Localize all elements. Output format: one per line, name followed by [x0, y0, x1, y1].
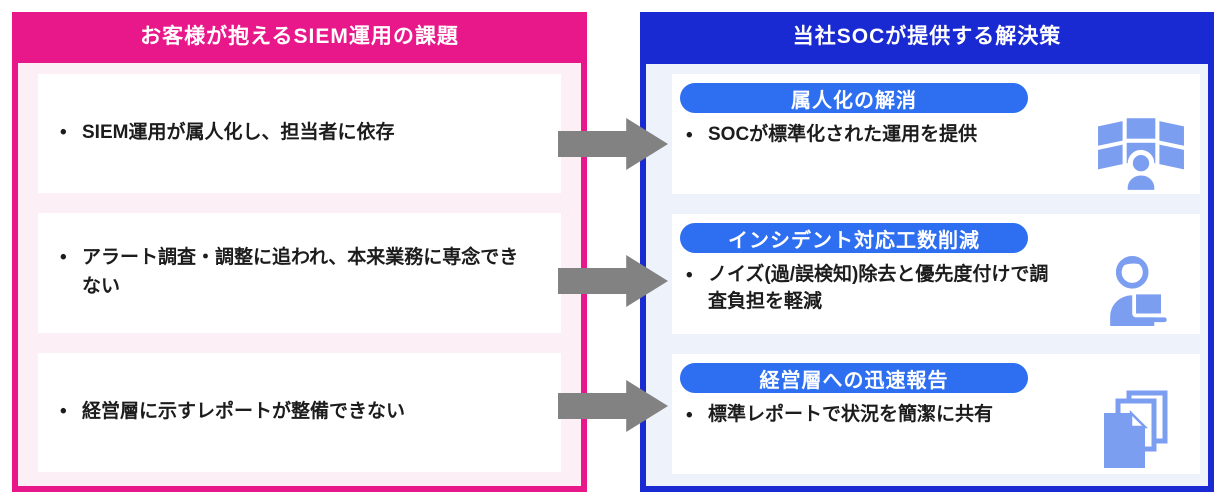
- report-documents-icon: [1096, 390, 1174, 468]
- solution-heading-pill: インシデント対応工数削減: [680, 223, 1028, 253]
- solution-text: 標準レポートで状況を簡潔に共有: [708, 404, 994, 425]
- challenge-text: 経営層に示すレポートが整備できない: [82, 401, 406, 423]
- challenges-header: お客様が抱えるSIEM運用の課題: [12, 12, 587, 57]
- solution-heading: 経営層への迅速報告: [759, 369, 949, 392]
- solution-bullet-row: • ノイズ(過/誤検知)除去と優先度付けで調査負担を軽減: [686, 262, 1200, 315]
- bullet-icon: •: [60, 401, 67, 423]
- challenge-item: • 経営層に示すレポートが整備できない: [38, 352, 561, 472]
- solution-text: ノイズ(過/誤検知)除去と優先度付けで調査負担を軽減: [708, 264, 1049, 312]
- solutions-panel: 当社SOCが提供する解決策 属人化の解消 • SOCが標準化された運用を提供: [640, 12, 1214, 492]
- bullet-icon: •: [686, 265, 693, 286]
- challenges-panel: お客様が抱えるSIEM運用の課題 • SIEM運用が属人化し、担当者に依存 • …: [12, 12, 587, 492]
- solution-heading-pill: 属人化の解消: [680, 83, 1028, 113]
- solution-text: SOCが標準化された運用を提供: [708, 124, 978, 145]
- bullet-icon: •: [60, 122, 67, 144]
- solution-item: 経営層への迅速報告 • 標準レポートで状況を簡潔に共有: [672, 354, 1200, 474]
- monitor-wall-operator-icon: [1096, 114, 1186, 192]
- solution-item: インシデント対応工数削減 • ノイズ(過/誤検知)除去と優先度付けで調査負担を軽…: [672, 214, 1200, 334]
- challenge-item: • アラート調査・調整に追われ、本来業務に専念できない: [38, 213, 561, 333]
- solution-heading-pill: 経営層への迅速報告: [680, 363, 1028, 393]
- challenge-item: • SIEM運用が属人化し、担当者に依存: [38, 74, 561, 194]
- challenge-text: SIEM運用が属人化し、担当者に依存: [82, 122, 395, 144]
- solution-bullet-row: • 標準レポートで状況を簡潔に共有: [686, 402, 1200, 431]
- solutions-title: 当社SOCが提供する解決策: [792, 25, 1062, 48]
- solutions-body: 属人化の解消 • SOCが標準化された運用を提供: [640, 58, 1214, 492]
- challenge-bullet-row: • 経営層に示すレポートが整備できない: [60, 398, 405, 427]
- solution-heading: インシデント対応工数削減: [728, 229, 980, 252]
- solution-item: 属人化の解消 • SOCが標準化された運用を提供: [672, 74, 1200, 194]
- challenges-body: • SIEM運用が属人化し、担当者に依存 • アラート調査・調整に追われ、本来業…: [12, 57, 587, 492]
- bullet-icon: •: [686, 125, 693, 146]
- challenge-bullet-row: • アラート調査・調整に追われ、本来業務に専念できない: [60, 244, 534, 301]
- solution-heading: 属人化の解消: [791, 89, 917, 112]
- bullet-icon: •: [686, 405, 693, 426]
- challenge-text: アラート調査・調整に追われ、本来業務に専念できない: [82, 247, 519, 297]
- analyst-laptop-icon: [1106, 255, 1168, 326]
- challenges-title: お客様が抱えるSIEM運用の課題: [140, 24, 459, 48]
- challenge-bullet-row: • SIEM運用が属人化し、担当者に依存: [60, 119, 394, 148]
- solution-bullet-row: • SOCが標準化された運用を提供: [686, 122, 1200, 151]
- solutions-header: 当社SOCが提供する解決策: [640, 12, 1214, 58]
- bullet-icon: •: [60, 247, 67, 269]
